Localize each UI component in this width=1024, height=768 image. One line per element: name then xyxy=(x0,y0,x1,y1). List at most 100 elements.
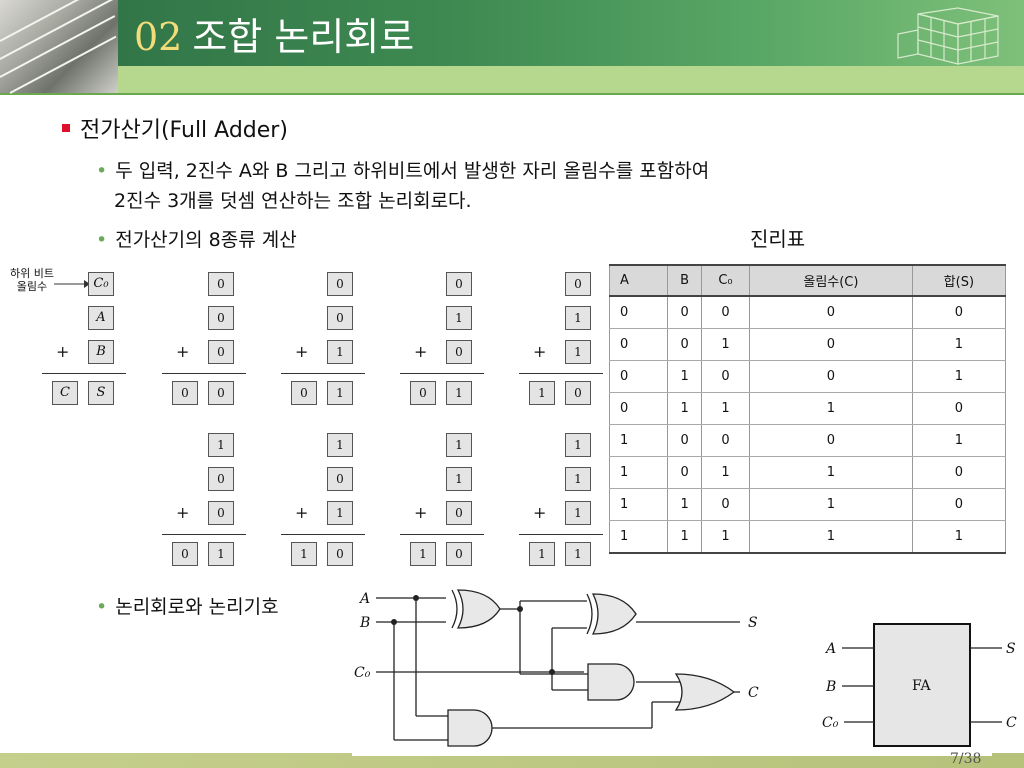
table-cell: 0 xyxy=(667,456,702,489)
full-adder-circuit: A B C₀ S C xyxy=(354,589,759,747)
header-rule xyxy=(0,93,1024,95)
example-a: 0 xyxy=(208,306,234,330)
sum-line xyxy=(519,373,603,374)
example-carry-in: 0 xyxy=(565,272,591,296)
section-number: 02 xyxy=(134,15,183,59)
plus-sign: + xyxy=(295,342,309,361)
plus-sign: + xyxy=(295,503,309,522)
plus-sign: + xyxy=(176,342,190,361)
adder-example-3: 0 1 + 0 0 1 xyxy=(400,272,490,412)
sum-line xyxy=(400,534,484,535)
example-carry-in: 1 xyxy=(327,433,353,457)
box-b: B xyxy=(88,340,114,364)
header-carry: 올림수(C) xyxy=(749,264,913,297)
table-cell: 0 xyxy=(608,296,669,329)
header-light-band xyxy=(0,66,1024,93)
sum-line xyxy=(162,373,246,374)
example-b: 1 xyxy=(565,340,591,364)
circuit-input-a: A xyxy=(358,591,370,607)
example-a: 0 xyxy=(208,467,234,491)
example-sum: 1 xyxy=(446,381,472,405)
example-sum: 0 xyxy=(208,381,234,405)
example-carry-out: 1 xyxy=(410,542,436,566)
page-number: 7/38 xyxy=(950,751,982,767)
bullet-eight-cases-text: 전가산기의 8종류 계산 xyxy=(115,229,297,251)
example-sum: 0 xyxy=(327,542,353,566)
or-gate xyxy=(674,673,736,711)
example-carry-out: 0 xyxy=(291,381,317,405)
table-cell: 0 xyxy=(700,488,751,521)
example-carry-out: 0 xyxy=(172,381,198,405)
table-cell: 1 xyxy=(749,456,913,489)
example-sum: 0 xyxy=(565,381,591,405)
table-cell: 0 xyxy=(700,424,751,457)
adder-example-5: 1 0 + 0 0 1 xyxy=(162,433,252,573)
example-carry-out: 1 xyxy=(529,542,555,566)
full-adder-symbol: FA A B C₀ S C xyxy=(822,623,1017,747)
example-carry-out: 0 xyxy=(410,381,436,405)
table-cell: 0 xyxy=(608,360,669,393)
plus-sign: + xyxy=(414,503,428,522)
description-line-1: 두 입력, 2진수 A와 B 그리고 하위비트에서 발생한 자리 올림수를 포함… xyxy=(115,160,710,182)
fa-input-a: A xyxy=(824,641,836,657)
table-cell: 0 xyxy=(608,328,669,361)
adder-example-7: 1 1 + 0 1 0 xyxy=(400,433,490,573)
table-cell: 1 xyxy=(700,456,751,489)
table-cell: 0 xyxy=(749,328,913,361)
example-carry-in: 0 xyxy=(327,272,353,296)
truth-table-header-row: A B C₀ 올림수(C) 합(S) xyxy=(608,264,1007,297)
table-cell: 1 xyxy=(667,392,702,425)
plus-sign: + xyxy=(176,503,190,522)
footer-band xyxy=(0,753,1024,768)
example-b: 0 xyxy=(446,340,472,364)
table-cell: 1 xyxy=(911,424,1007,457)
example-carry-out: 1 xyxy=(291,542,317,566)
example-a: 1 xyxy=(446,306,472,330)
example-sum: 0 xyxy=(446,542,472,566)
fa-label: FA xyxy=(912,678,931,694)
example-b: 0 xyxy=(208,501,234,525)
circuit-input-b: B xyxy=(359,615,370,631)
table-cell: 0 xyxy=(749,424,913,457)
table-cell: 1 xyxy=(749,392,913,425)
carry-label-line-1: 하위 비트 xyxy=(10,267,54,280)
circuit-input-c0: C₀ xyxy=(354,665,371,681)
adder-example-6: 1 0 + 1 1 0 xyxy=(281,433,371,573)
example-carry-in: 1 xyxy=(446,433,472,457)
table-cell: 0 xyxy=(911,392,1007,425)
table-cell: 1 xyxy=(700,328,751,361)
carry-arrow-icon xyxy=(54,280,90,288)
bullet-logic-circuit: •논리회로와 논리기호 xyxy=(96,592,279,619)
fa-block xyxy=(873,623,971,747)
and-gate-2 xyxy=(587,663,635,701)
circuit-output-c: C xyxy=(748,685,759,701)
header-sum: 합(S) xyxy=(911,264,1007,297)
sum-line xyxy=(519,534,603,535)
adder-example-1: 0 0 + 0 0 0 xyxy=(162,272,252,412)
fa-output-c: C xyxy=(1006,715,1017,731)
plus-sign: + xyxy=(414,342,428,361)
table-cell: 0 xyxy=(667,328,702,361)
adder-example-2: 0 0 + 1 0 1 xyxy=(281,272,371,412)
table-cell: 1 xyxy=(667,360,702,393)
table-cell: 1 xyxy=(749,488,913,521)
table-cell: 1 xyxy=(608,520,669,554)
table-cell: 0 xyxy=(911,488,1007,521)
bullet-full-adder-text: 전가산기(Full Adder) xyxy=(80,118,288,143)
table-cell: 1 xyxy=(911,520,1007,554)
header-c0: C₀ xyxy=(700,264,751,297)
block-cube-icon xyxy=(897,7,999,65)
table-cell: 1 xyxy=(608,456,669,489)
xor-gate-2 xyxy=(586,593,637,635)
bullet-full-adder: 전가산기(Full Adder) xyxy=(62,112,288,144)
sum-line xyxy=(162,534,246,535)
bullet-logic-circuit-text: 논리회로와 논리기호 xyxy=(115,596,279,618)
bullet-description: •두 입력, 2진수 A와 B 그리고 하위비트에서 발생한 자리 올림수를 포… xyxy=(96,156,709,216)
